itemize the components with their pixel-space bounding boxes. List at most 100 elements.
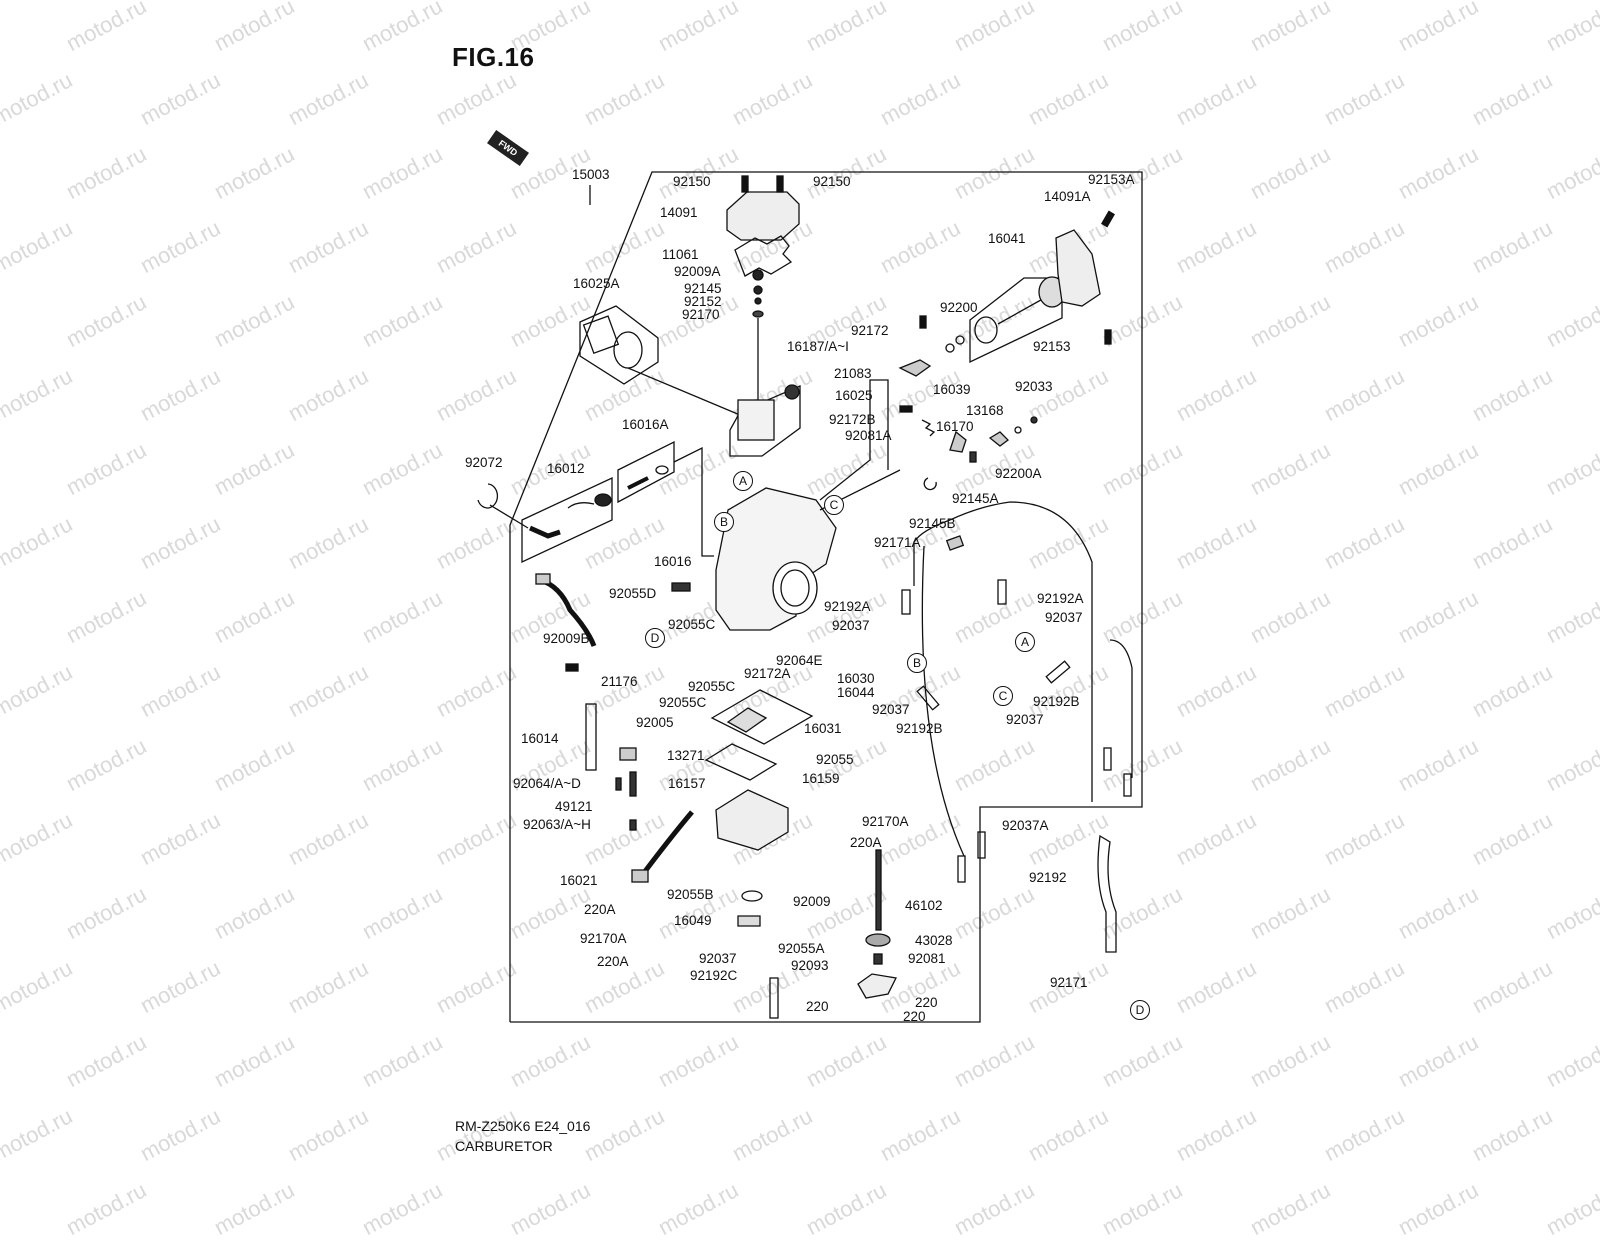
part-label[interactable]: 16157: [668, 776, 706, 791]
ref-marker-c-2: C: [993, 686, 1013, 706]
spring-92081A: [921, 419, 936, 437]
part-label[interactable]: 92063/A~H: [523, 817, 591, 832]
part-label[interactable]: 16159: [802, 771, 840, 786]
part-label[interactable]: 16041: [988, 231, 1026, 246]
part-label[interactable]: 21083: [834, 366, 872, 381]
part-label[interactable]: 92055C: [659, 695, 707, 710]
part-label[interactable]: 92192C: [690, 968, 738, 983]
part-label[interactable]: 16044: [837, 685, 875, 700]
part-label[interactable]: 92145: [684, 281, 722, 296]
part-label[interactable]: 92009B: [543, 631, 590, 646]
part-label[interactable]: 92055C: [668, 617, 716, 632]
part-label[interactable]: 92005: [636, 715, 674, 730]
part-label[interactable]: 92037: [1045, 610, 1083, 625]
part-label[interactable]: 92172B: [829, 412, 876, 427]
part-label[interactable]: 92170A: [862, 814, 909, 829]
part-label[interactable]: 46102: [905, 898, 943, 913]
screw-92150-a: [741, 175, 749, 193]
part-label[interactable]: 220: [806, 999, 829, 1014]
part-label[interactable]: 16025A: [573, 276, 620, 291]
part-label[interactable]: 14091A: [1044, 189, 1091, 204]
part-label[interactable]: 92009: [793, 894, 831, 909]
part-label[interactable]: 16025: [835, 388, 873, 403]
part-label[interactable]: 92072: [465, 455, 503, 470]
part-label[interactable]: 92081A: [845, 428, 892, 443]
ref-marker-b-2: B: [907, 653, 927, 673]
part-label[interactable]: 92055A: [778, 941, 825, 956]
part-label[interactable]: 14091: [660, 205, 698, 220]
part-label[interactable]: 16031: [804, 721, 842, 736]
part-label[interactable]: 16021: [560, 873, 598, 888]
part-label[interactable]: 92055B: [667, 887, 714, 902]
part-label[interactable]: 16016: [654, 554, 692, 569]
part-label[interactable]: 92192A: [824, 599, 871, 614]
part-label[interactable]: 92153A: [1088, 172, 1135, 187]
part-label[interactable]: 16016A: [622, 417, 669, 432]
part-label[interactable]: 92150: [673, 174, 711, 189]
part-label[interactable]: 220A: [850, 835, 882, 850]
part-label[interactable]: 13168: [966, 403, 1004, 418]
part-label[interactable]: 16014: [521, 731, 559, 746]
part-label[interactable]: 92064E: [776, 653, 823, 668]
part-label[interactable]: 220: [915, 995, 938, 1010]
diaphragm-43028: [865, 933, 891, 947]
part-label[interactable]: 92055: [816, 752, 854, 767]
part-label[interactable]: 92037: [832, 618, 870, 633]
part-label[interactable]: 92192B: [896, 721, 943, 736]
part-label[interactable]: 49121: [555, 799, 593, 814]
part-label[interactable]: 92192A: [1037, 591, 1084, 606]
part-label[interactable]: 92170A: [580, 931, 627, 946]
part-label[interactable]: 92150: [813, 174, 851, 189]
part-label[interactable]: 16187/A~I: [787, 339, 849, 354]
tube-92192A-left: [901, 589, 911, 615]
part-label[interactable]: 21176: [601, 674, 638, 689]
part-label[interactable]: 220A: [584, 902, 616, 917]
assembly-boundary: [509, 171, 1143, 1023]
part-label[interactable]: 92037A: [1002, 818, 1049, 833]
part-label[interactable]: 92172: [851, 323, 889, 338]
lever-21083: [898, 359, 932, 377]
part-label[interactable]: 16170: [936, 419, 974, 434]
hose-cap-92171A: [945, 535, 965, 551]
part-label[interactable]: 92093: [791, 958, 829, 973]
part-label[interactable]: 92145A: [952, 491, 999, 506]
part-label[interactable]: 92145B: [909, 516, 956, 531]
part-label[interactable]: 220A: [597, 954, 629, 969]
part-label[interactable]: 92170: [682, 307, 720, 322]
part-label[interactable]: 92192: [1029, 870, 1067, 885]
part-label[interactable]: 92009A: [674, 264, 721, 279]
fuel-tube-92192C: [769, 977, 779, 1019]
part-label[interactable]: 92200A: [995, 466, 1042, 481]
part-label[interactable]: 13271: [667, 748, 705, 763]
o-ring-92055B: [741, 890, 763, 902]
part-label[interactable]: 92200: [940, 300, 978, 315]
part-label[interactable]: 16012: [547, 461, 585, 476]
part-label[interactable]: 92037: [1006, 712, 1044, 727]
part-label[interactable]: 92153: [1033, 339, 1071, 354]
part-label[interactable]: 11061: [662, 247, 699, 262]
part-label[interactable]: 92033: [1015, 379, 1053, 394]
part-label[interactable]: 92171A: [874, 535, 921, 550]
part-label[interactable]: 92055D: [609, 586, 657, 601]
part-label[interactable]: 92037: [699, 951, 737, 966]
part-label[interactable]: 16049: [674, 913, 712, 928]
float-bowl: [715, 789, 789, 851]
part-label[interactable]: 92172A: [744, 666, 791, 681]
part-label[interactable]: 16030: [837, 671, 875, 686]
washer-92170: [752, 310, 764, 318]
part-label[interactable]: 220: [903, 1009, 926, 1024]
part-label[interactable]: 92171: [1050, 975, 1088, 990]
part-label[interactable]: 43028: [915, 933, 953, 948]
part-label[interactable]: 92064/A~D: [513, 776, 581, 791]
ref-marker-d: D: [645, 628, 665, 648]
part-label[interactable]: 92037: [872, 702, 910, 717]
tube-92192A-right: [997, 579, 1007, 605]
box-16014: [585, 703, 597, 771]
part-label[interactable]: 92081: [908, 951, 946, 966]
part-label[interactable]: 92192B: [1033, 694, 1080, 709]
vent-hose-a: [913, 519, 951, 586]
part-label[interactable]: 92152: [684, 294, 722, 309]
part-label[interactable]: 92055C: [688, 679, 736, 694]
diaphragm: [582, 315, 620, 355]
part-label[interactable]: 16039: [933, 382, 971, 397]
